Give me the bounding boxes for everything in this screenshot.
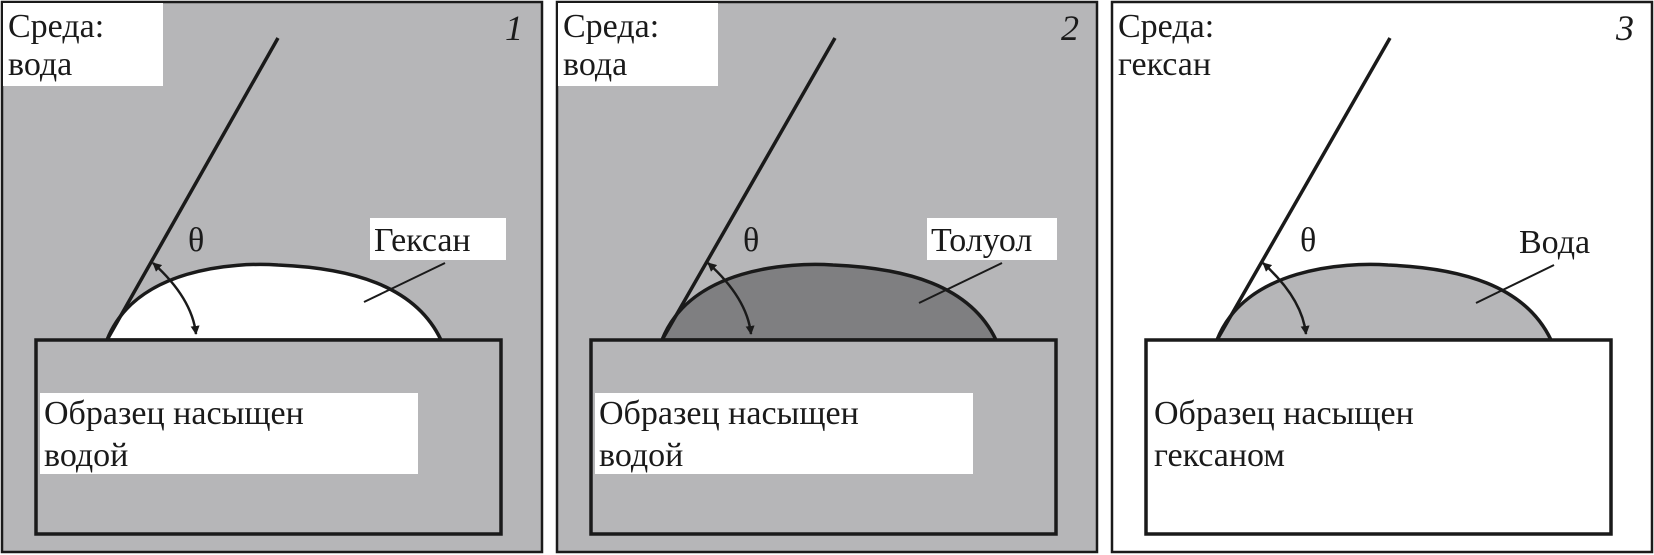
angle-arc	[152, 262, 200, 335]
medium-label-line1: Среда:	[1118, 8, 1214, 45]
medium-label-line1: Среда:	[8, 8, 104, 45]
sample-label-line1: Образец насыщен	[599, 395, 859, 432]
drop-label-box	[370, 218, 506, 260]
tangent-line	[660, 37, 837, 341]
panel-1: Среда: вода 1 Гексан θ Образец насыщен в…	[0, 0, 544, 554]
angle-arc	[707, 262, 755, 335]
medium-label-line2: вода	[563, 46, 627, 83]
drop-label-leader	[1475, 264, 1555, 304]
drop-label-leader	[918, 262, 1003, 304]
sample-label-line2: водой	[44, 437, 128, 474]
panel-number: 3	[1615, 8, 1634, 48]
sample-label-line1: Образец насыщен	[1154, 395, 1414, 432]
tangent-line	[1215, 37, 1392, 341]
medium-label-box	[558, 3, 718, 86]
sample-label-line2: водой	[599, 437, 683, 474]
drop-label-box	[927, 218, 1057, 260]
theta-symbol: θ	[743, 222, 759, 259]
drop-label: Вода	[1519, 224, 1590, 261]
panel-number: 1	[505, 8, 523, 48]
sample-block	[1144, 338, 1613, 536]
drop-label: Гексан	[374, 222, 471, 259]
medium-label-line2: гексан	[1118, 46, 1211, 83]
theta-symbol: θ	[1300, 222, 1316, 259]
medium-label-box	[3, 3, 163, 86]
panel-number: 2	[1061, 8, 1079, 48]
drop-label: Толуол	[931, 222, 1032, 259]
drop-label-leader	[363, 262, 446, 303]
medium-label-line2: вода	[8, 46, 72, 83]
sample-label-box	[40, 393, 418, 474]
panel-3: Среда: гексан 3 Вода θ Образец насыщен г…	[1110, 0, 1654, 554]
panel-2: Среда: вода 2 Толуол θ Образец насыщен в…	[555, 0, 1099, 554]
medium-label-line1: Среда:	[563, 8, 659, 45]
sample-label-line2: гексаном	[1154, 437, 1285, 474]
tangent-line	[105, 37, 280, 341]
angle-arc	[1262, 262, 1310, 335]
sample-label-line1: Образец насыщен	[44, 395, 304, 432]
theta-symbol: θ	[188, 222, 204, 259]
sample-label-box	[595, 393, 973, 474]
